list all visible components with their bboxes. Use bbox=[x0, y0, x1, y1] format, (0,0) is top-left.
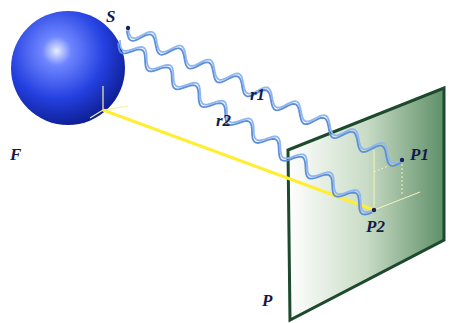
point-dot bbox=[126, 26, 130, 30]
wave-rays bbox=[118, 26, 404, 215]
point-dot bbox=[400, 158, 404, 162]
point-label: P1 bbox=[410, 146, 429, 163]
wave-ray bbox=[128, 28, 402, 163]
wave-ray bbox=[118, 43, 372, 215]
point-label: r1 bbox=[250, 86, 265, 103]
point-dot bbox=[372, 208, 376, 212]
wave-ray bbox=[120, 40, 374, 212]
point-label: P bbox=[262, 292, 272, 309]
sphere bbox=[11, 11, 125, 125]
point-label: F bbox=[10, 146, 21, 163]
point-label: r2 bbox=[216, 112, 231, 129]
point-label: P2 bbox=[366, 218, 385, 235]
point-label: S bbox=[106, 8, 115, 25]
wave-ray bbox=[127, 31, 401, 166]
